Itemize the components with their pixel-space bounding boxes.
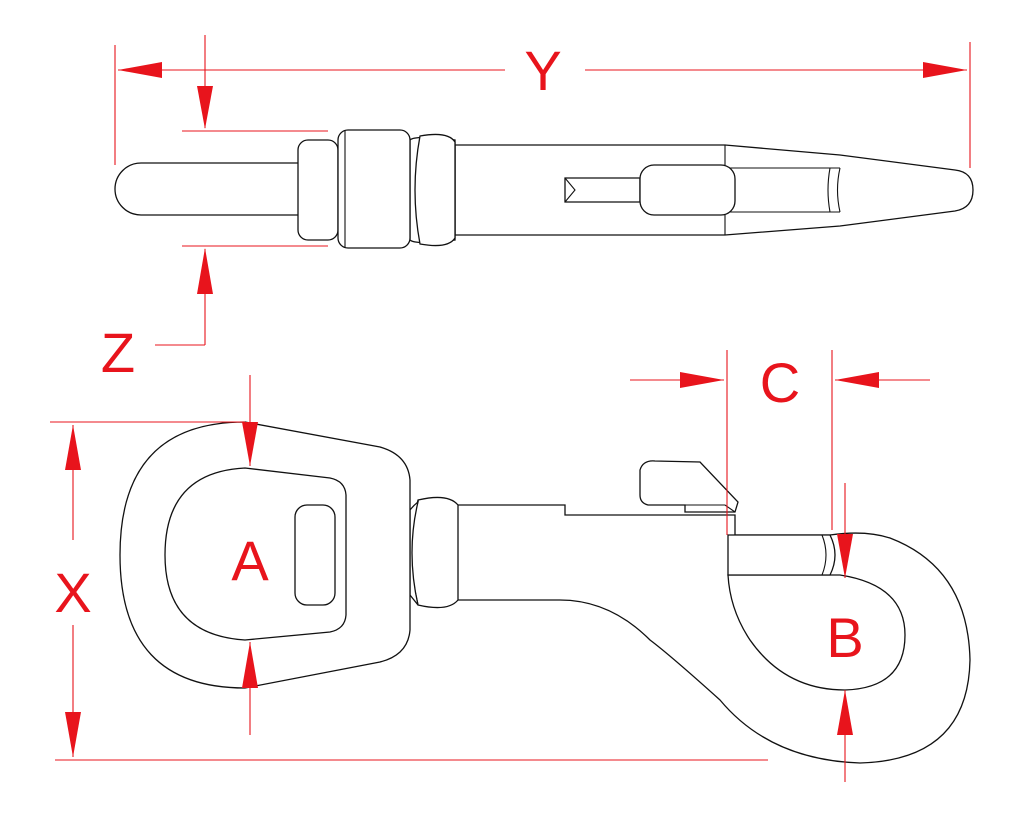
bottom-collar	[410, 496, 459, 609]
dimension-x: X	[50, 421, 768, 761]
top-view	[114, 129, 974, 249]
top-gate-slider	[639, 164, 736, 216]
label-a: A	[231, 529, 269, 592]
dimension-b: B	[826, 483, 864, 782]
gate	[727, 534, 836, 576]
dimension-z: Z	[101, 35, 328, 384]
label-y: Y	[524, 39, 561, 102]
trigger-tab	[639, 460, 739, 513]
top-spring-pin	[564, 177, 641, 203]
dimension-y: Y	[114, 39, 971, 168]
eye-swivel-pin	[294, 504, 336, 606]
top-swivel-plate	[297, 139, 339, 241]
hook-inner-gap	[727, 574, 906, 691]
label-b: B	[826, 606, 863, 669]
label-z: Z	[101, 321, 135, 384]
bottom-view	[119, 421, 971, 764]
label-c: C	[760, 351, 800, 414]
dimension-a: A	[231, 375, 269, 735]
label-x: X	[54, 561, 91, 624]
dimension-c: C	[630, 350, 930, 535]
hook-body	[454, 504, 971, 764]
top-swivel-block	[337, 129, 411, 249]
